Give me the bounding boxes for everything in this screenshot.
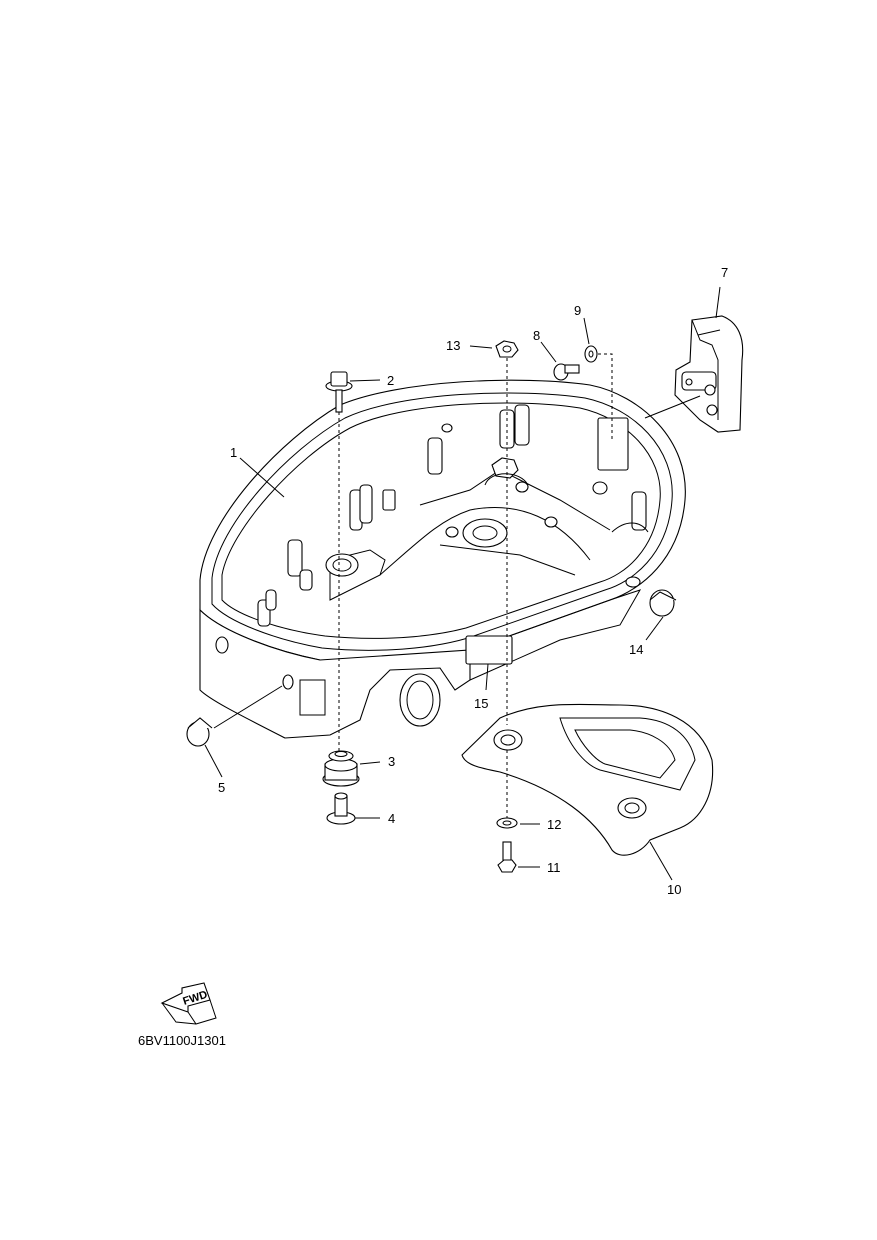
bolt-11: [497, 841, 517, 873]
callout-9: 9: [574, 303, 581, 318]
bolt-2: [325, 371, 353, 413]
diagram-code: 6BV1100J1301: [138, 1033, 226, 1048]
grommet-3: [322, 750, 360, 787]
callout-12: 12: [547, 817, 561, 832]
callout-13: 13: [446, 338, 460, 353]
plug-14: [649, 589, 677, 617]
callout-15: 15: [474, 696, 488, 711]
nut-13: [495, 340, 519, 358]
screw-8: [553, 363, 580, 381]
callout-4: 4: [388, 811, 395, 826]
washer-12: [496, 817, 518, 829]
washer-9: [584, 345, 598, 363]
fwd-arrow-icon: FWD: [160, 982, 217, 1025]
callout-11: 11: [547, 860, 561, 875]
callout-10: 10: [667, 882, 681, 897]
cowling-latch: [674, 315, 744, 433]
collar-4: [326, 792, 356, 825]
callout-14: 14: [629, 642, 643, 657]
callout-8: 8: [533, 328, 540, 343]
callout-5: 5: [218, 780, 225, 795]
callout-3: 3: [388, 754, 395, 769]
plug-5: [186, 717, 213, 747]
callout-2: 2: [387, 373, 394, 388]
callout-1: 1: [230, 445, 237, 460]
callout-7: 7: [721, 265, 728, 280]
bottom-cowling: [199, 379, 686, 739]
support-bracket: [461, 703, 714, 856]
